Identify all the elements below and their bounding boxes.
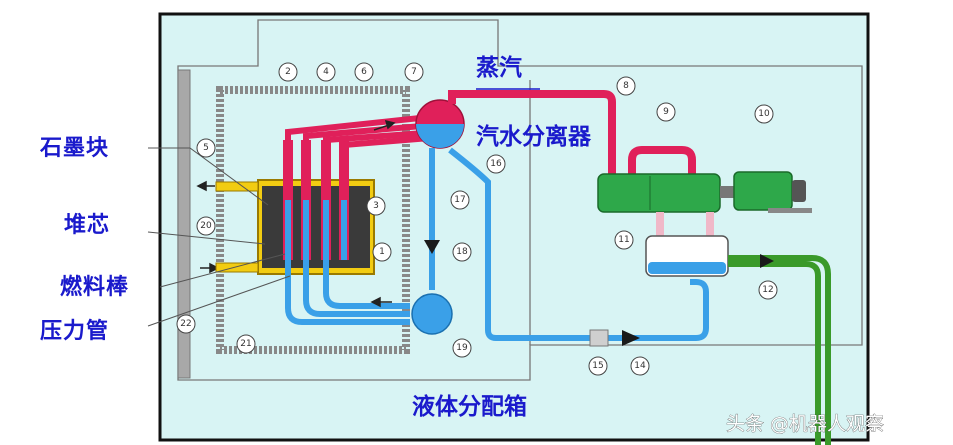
watermark: 头条 @机器人观察	[726, 413, 884, 435]
steam-line	[448, 90, 616, 176]
svg-text:12: 12	[762, 285, 773, 295]
generator	[733, 171, 793, 211]
label-pressure-tube: 压力管	[40, 318, 109, 344]
callout-11	[614, 230, 634, 250]
svg-text:15: 15	[592, 361, 603, 371]
svg-text:17: 17	[454, 195, 465, 205]
generator-base	[768, 208, 812, 213]
svg-text:9: 9	[663, 107, 669, 117]
svg-text:20: 20	[200, 221, 212, 231]
separator-water-level	[416, 124, 464, 148]
callout-5	[196, 138, 216, 158]
callout-12	[758, 280, 778, 300]
callout-15	[588, 356, 608, 376]
label-core: 堆芯	[64, 213, 110, 238]
feedwater-line	[448, 147, 709, 341]
svg-text:16: 16	[490, 159, 502, 169]
callout-17	[450, 190, 470, 210]
concrete-shield	[177, 69, 191, 379]
condenser-water	[648, 262, 726, 274]
inner-shield	[216, 86, 410, 354]
callout-18	[452, 242, 472, 262]
svg-text:6: 6	[361, 67, 367, 77]
exhaust-leg-right	[706, 212, 714, 238]
cold-inlet-pipes	[285, 260, 410, 325]
callout-22	[176, 314, 196, 334]
feed-pump	[622, 330, 640, 346]
callout-3	[366, 196, 386, 216]
leader-lines	[147, 147, 291, 327]
svg-text:11: 11	[618, 235, 629, 245]
graphite-block	[262, 186, 370, 268]
callout-2	[278, 62, 298, 82]
label-fuel-rod: 燃料棒	[60, 274, 129, 300]
turbine	[597, 173, 721, 213]
callout-8	[616, 76, 636, 96]
svg-text:4: 4	[323, 67, 329, 77]
callout-7	[404, 62, 424, 82]
callout-21	[236, 334, 256, 354]
flow-arrows	[196, 119, 396, 308]
fuel-channels	[283, 140, 349, 260]
exhaust-leg-left	[656, 212, 664, 238]
svg-text:1: 1	[379, 247, 385, 257]
svg-text:5: 5	[203, 143, 209, 153]
svg-text:19: 19	[456, 343, 468, 353]
callout-10	[754, 104, 774, 124]
generator-end	[792, 180, 806, 202]
svg-text:7: 7	[411, 67, 417, 77]
callout-1	[372, 242, 392, 262]
callout-6	[354, 62, 374, 82]
svg-text:18: 18	[456, 247, 468, 257]
svg-text:2: 2	[285, 67, 291, 77]
distribution-header	[411, 293, 453, 335]
callout-numbers: 2 4 6 7 8 9 10 5 3 20 1 17 18 16 11 12 2…	[180, 67, 773, 371]
turbine-shaft	[720, 186, 734, 198]
callout-16	[486, 154, 506, 174]
svg-text:3: 3	[373, 201, 379, 211]
label-header: 液体分配箱	[412, 393, 527, 420]
feed-valve	[589, 329, 609, 347]
svg-text:8: 8	[623, 81, 629, 91]
callouts	[176, 62, 778, 376]
svg-text:14: 14	[634, 361, 646, 371]
reactor-building	[177, 19, 863, 381]
callout-20	[196, 216, 216, 236]
cooling-water-loop	[728, 255, 831, 445]
hot-riser-pipes	[285, 115, 431, 149]
label-graphite: 石墨块	[39, 136, 109, 161]
crossover-pipe	[628, 146, 696, 178]
label-separator: 汽水分离器	[476, 123, 592, 150]
cooling-pump	[760, 254, 774, 268]
callout-14	[630, 356, 650, 376]
circulation-pump	[424, 240, 440, 254]
callout-19	[452, 338, 472, 358]
label-steam: 蒸汽	[476, 54, 522, 81]
svg-text:22: 22	[180, 319, 191, 329]
svg-text:21: 21	[240, 339, 251, 349]
svg-text:10: 10	[758, 109, 770, 119]
callout-4	[316, 62, 336, 82]
callout-9	[656, 102, 676, 122]
